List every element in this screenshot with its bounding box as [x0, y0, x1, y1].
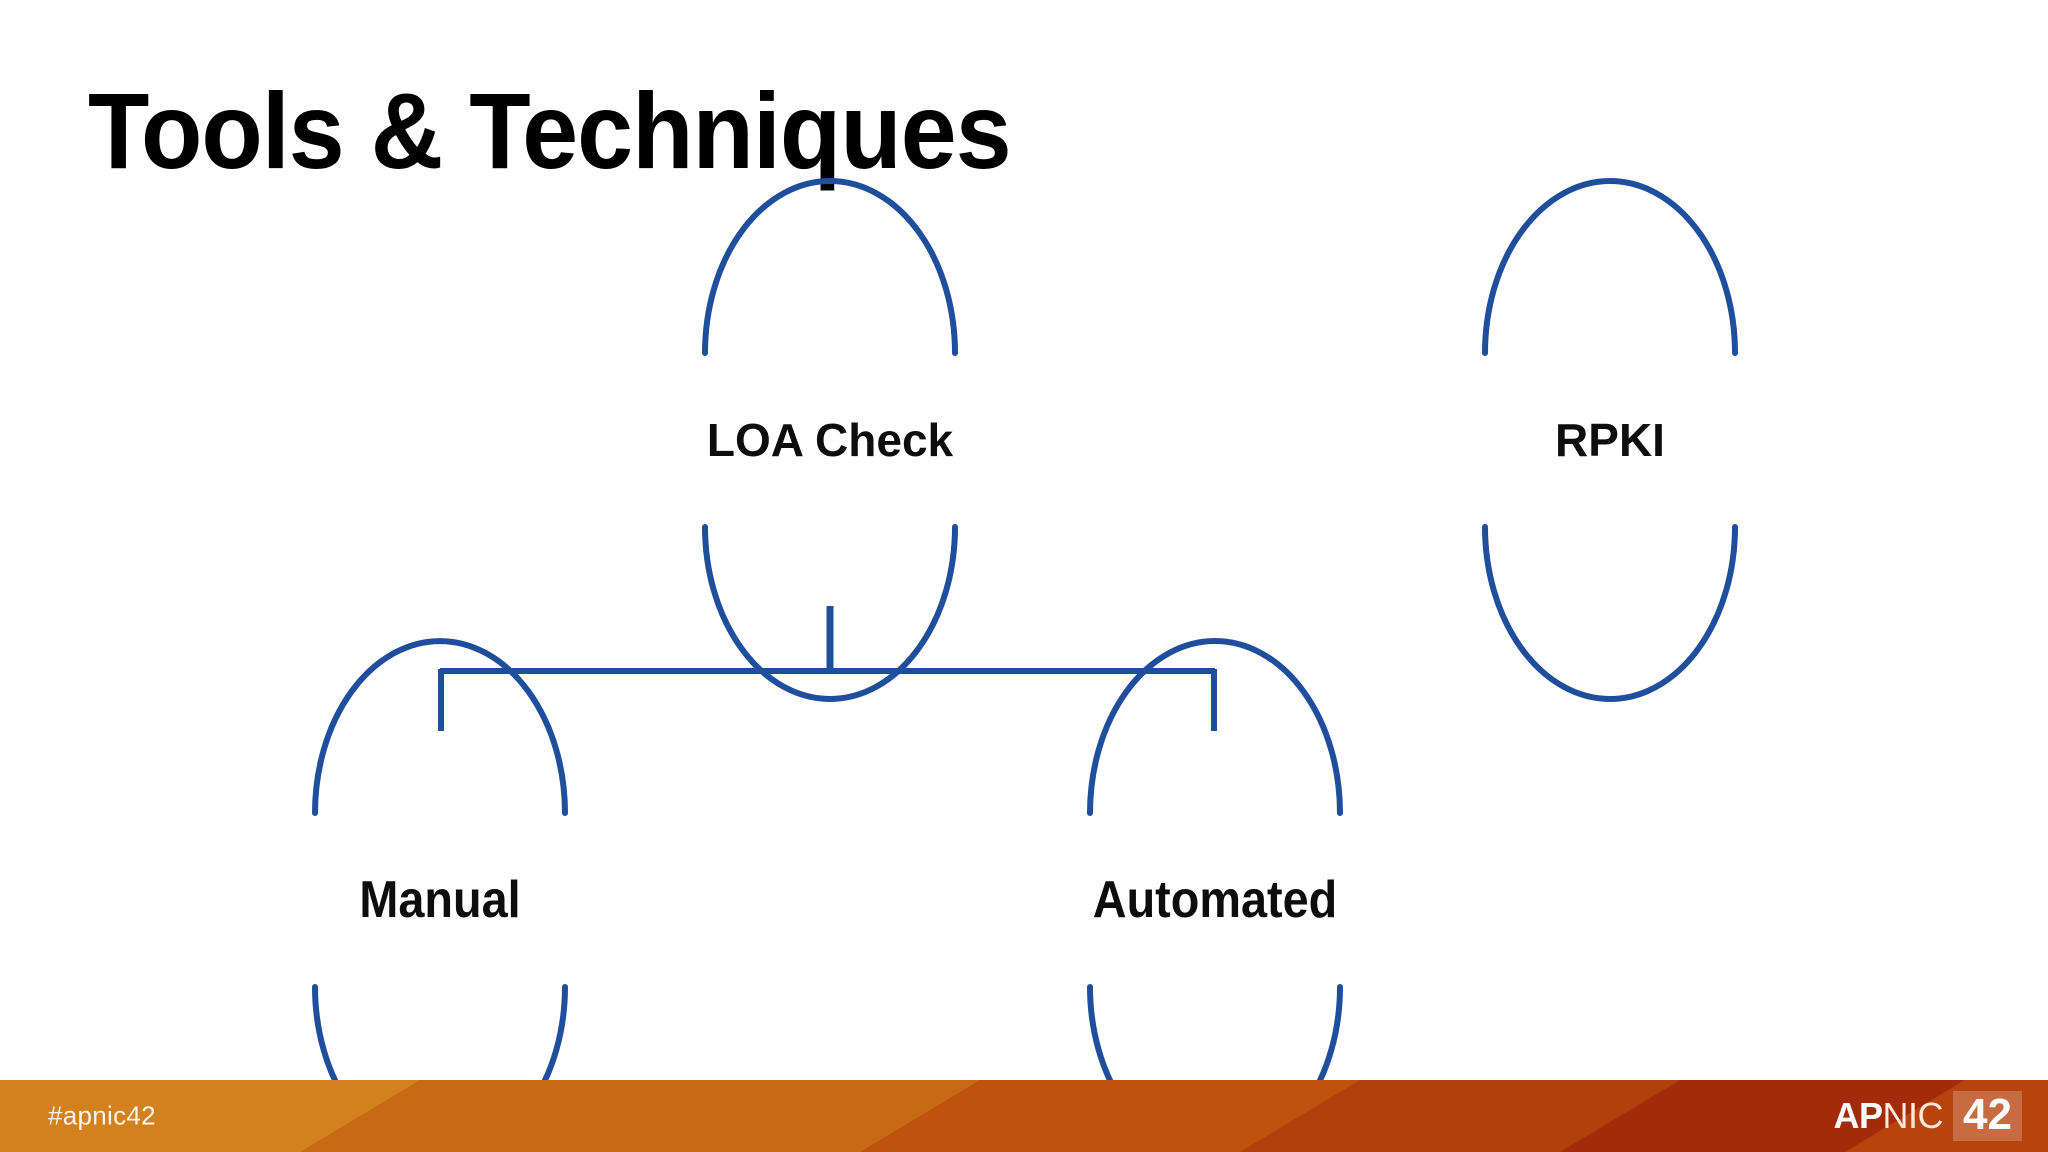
apnic-logo-ap: AP	[1833, 1095, 1884, 1136]
node-label-loa-check: LOA Check	[706, 414, 954, 466]
node-label-automated: Automated	[1092, 871, 1338, 929]
node-arc-bottom-rpki	[1482, 524, 1738, 702]
node-arc-bottom-manual	[312, 984, 568, 1080]
apnic-logo-number: 42	[1953, 1091, 2022, 1141]
footer-stripes	[0, 1080, 2048, 1152]
node-arc-bottom-automated	[1087, 984, 1343, 1080]
node-arc-bottom-loa-check	[702, 524, 958, 702]
node-arc-top-automated	[1087, 638, 1343, 816]
node-label-manual: Manual	[359, 871, 521, 929]
apnic-logo: AP NIC 42	[1834, 1091, 2022, 1141]
node-arc-top-loa-check	[702, 178, 958, 356]
connector-group	[438, 606, 1217, 731]
footer-hashtag: #apnic42	[48, 1100, 156, 1131]
hierarchy-diagram	[312, 178, 1738, 1080]
node-label-rpki: RPKI	[1555, 414, 1665, 466]
page-title: Tools & Techniques	[88, 70, 1012, 191]
node-arc-top-manual	[312, 638, 568, 816]
node-arc-group	[312, 178, 1738, 1080]
apnic-logo-nic: NIC	[1882, 1095, 1944, 1136]
node-arc-top-rpki	[1482, 178, 1738, 356]
footer-band-5	[1845, 1080, 2048, 1152]
slide-footer: #apnic42 AP NIC 42	[0, 1080, 2048, 1152]
